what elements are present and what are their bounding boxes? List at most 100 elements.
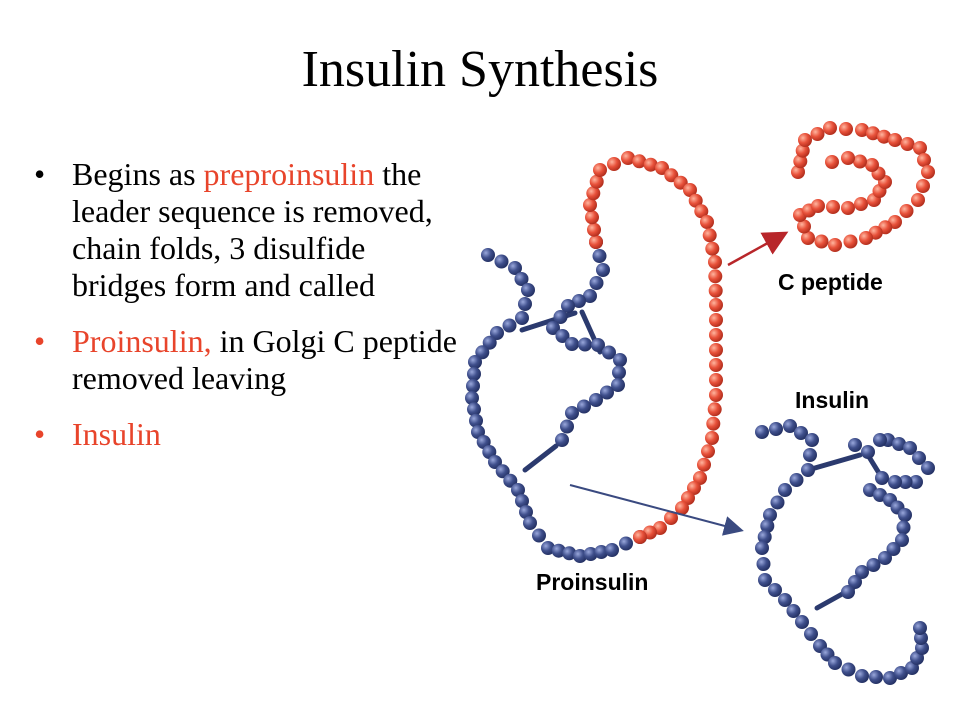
amino-acid-bead <box>583 547 598 561</box>
amino-acid-bead <box>912 451 926 465</box>
amino-acid-bead <box>888 475 902 489</box>
amino-acid-bead <box>643 157 658 172</box>
amino-acid-bead <box>804 627 818 641</box>
amino-acid-bead <box>810 127 825 141</box>
amino-acid-bead <box>823 121 837 135</box>
amino-acid-bead <box>515 311 529 325</box>
amino-acid-bead <box>469 413 483 428</box>
amino-acid-bead <box>795 615 809 629</box>
amino-acid-bead <box>921 461 935 475</box>
amino-acid-bead <box>793 154 808 169</box>
amino-acid-bead <box>911 193 925 207</box>
amino-acid-bead <box>841 662 856 677</box>
bullet1-highlight: preproinsulin <box>203 156 375 192</box>
amino-acid-bead <box>675 501 689 515</box>
amino-acid-bead <box>755 425 769 439</box>
amino-acid-bead <box>757 530 772 544</box>
amino-acid-bead <box>664 511 678 525</box>
amino-acid-bead <box>518 297 532 311</box>
amino-acid-bead <box>591 338 605 352</box>
amino-acid-bead <box>561 299 575 313</box>
amino-acid-bead <box>791 165 805 179</box>
amino-acid-bead <box>587 222 601 237</box>
amino-acid-bead <box>586 186 601 201</box>
amino-acid-bead <box>702 228 717 243</box>
amino-acid-bead <box>592 249 607 263</box>
amino-acid-bead <box>481 248 495 262</box>
amino-acid-bead <box>801 463 815 477</box>
amino-acid-bead <box>475 345 490 360</box>
amino-acid-bead <box>494 254 509 269</box>
amino-acid-bead <box>541 541 555 555</box>
proinsulin-blue-chain <box>465 235 647 563</box>
label-proinsulin: Proinsulin <box>536 569 648 595</box>
amino-acid-bead <box>770 495 785 510</box>
amino-acid-bead <box>798 133 812 147</box>
amino-acid-bead <box>709 358 723 372</box>
amino-acid-bead <box>589 174 604 189</box>
amino-acid-bead <box>466 379 480 393</box>
amino-acid-bead <box>899 204 914 218</box>
amino-acid-bead <box>709 388 723 402</box>
amino-acid-bead <box>855 565 869 579</box>
amino-acid-bead <box>848 438 862 452</box>
amino-acid-bead <box>562 546 577 561</box>
amino-acid-bead <box>778 483 792 497</box>
amino-acid-bead <box>848 575 862 589</box>
amino-acid-bead <box>841 151 855 165</box>
amino-acid-bead <box>514 272 529 286</box>
amino-acid-bead <box>607 157 621 171</box>
amino-acid-bead <box>468 355 482 369</box>
amino-acid-bead <box>814 234 829 249</box>
amino-acid-bead <box>565 337 579 351</box>
amino-acid-bead <box>555 433 569 447</box>
amino-acid-bead <box>898 475 913 489</box>
amino-acid-bead <box>697 457 711 472</box>
amino-acid-bead <box>594 545 609 559</box>
amino-acid-bead <box>551 543 566 558</box>
amino-acid-bead <box>783 419 797 433</box>
amino-acid-bead <box>632 154 647 169</box>
amino-acid-bead <box>708 283 723 298</box>
amino-acid-bead <box>502 318 517 333</box>
proinsulin-red-c-peptide <box>583 151 723 544</box>
bullet1-rest: the leader sequence is removed, chain fo… <box>72 156 433 303</box>
label-insulin: Insulin <box>795 387 869 413</box>
amino-acid-bead <box>883 671 897 685</box>
amino-acid-bead <box>896 520 911 535</box>
amino-acid-bead <box>515 494 529 508</box>
amino-acid-bead <box>578 337 592 352</box>
amino-acid-bead <box>467 367 481 381</box>
insulin-chain <box>755 419 935 685</box>
amino-acid-bead <box>709 298 723 312</box>
amino-acid-bead <box>903 441 917 455</box>
amino-acid-bead <box>495 464 510 479</box>
amino-acid-bead <box>573 549 587 563</box>
insulin-synthesis-diagram: C peptide Insulin Proinsulin <box>465 121 935 685</box>
amino-acid-bead <box>532 528 546 543</box>
amino-acid-bead <box>612 365 626 380</box>
amino-acid-bead <box>583 198 597 212</box>
amino-acid-bead <box>585 210 599 225</box>
amino-acid-bead <box>877 129 891 144</box>
amino-acid-bead <box>794 426 808 440</box>
amino-acid-bead <box>769 422 783 436</box>
amino-acid-bead <box>519 505 533 519</box>
amino-acid-bead <box>664 168 679 183</box>
amino-acid-bead <box>701 444 715 459</box>
amino-acid-bead <box>825 155 839 169</box>
amino-acid-bead <box>855 123 869 137</box>
amino-acid-bead <box>633 530 647 544</box>
amino-acid-bead <box>756 557 771 571</box>
amino-acid-bead <box>708 269 723 284</box>
amino-acid-bead <box>688 193 703 208</box>
amino-acid-bead <box>503 473 518 488</box>
amino-acid-bead <box>708 255 722 269</box>
insulin-disulfide-bridges <box>805 449 885 611</box>
amino-acid-bead <box>805 433 819 447</box>
amino-acid-bead <box>508 261 522 275</box>
amino-acid-bead <box>786 604 801 618</box>
amino-acid-bead <box>778 593 792 607</box>
amino-acid-bead <box>619 536 633 551</box>
amino-acid-bead <box>613 353 627 367</box>
